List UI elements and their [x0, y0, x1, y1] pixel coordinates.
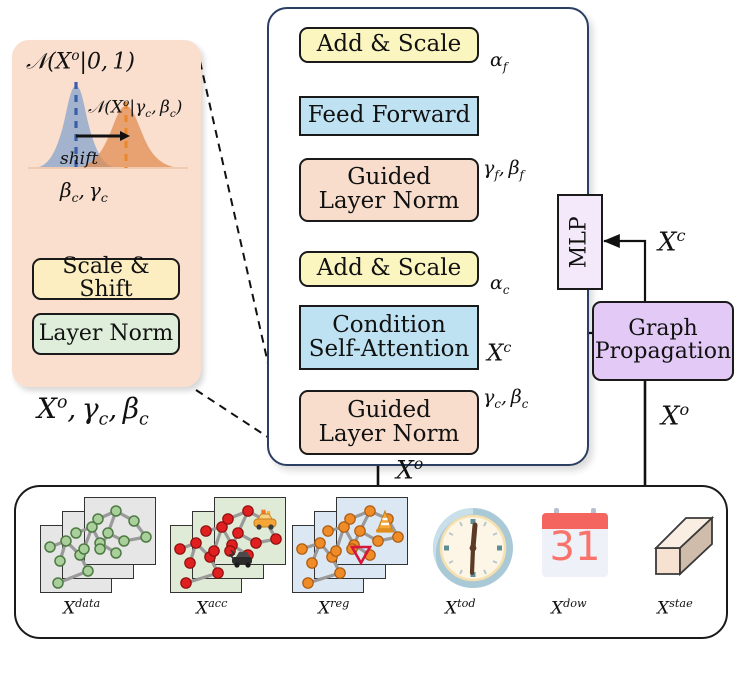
block-label: Feed Forward [307, 102, 471, 129]
transformer-block-panel [267, 7, 589, 466]
label-x-o-down: Xo [661, 400, 690, 432]
block-label: Scale & Shift [62, 254, 150, 302]
yield-sign-icon [349, 545, 373, 566]
calendar-body: 31 [542, 513, 608, 577]
block-feed-forward[interactable]: Feed Forward [299, 96, 479, 136]
block-label: Add & Scale [316, 255, 462, 282]
icon-x-dow: 31 [542, 508, 608, 577]
beta-gamma-label: βc, γc [60, 178, 108, 205]
block-graph-propagation[interactable]: Graph Propagation [592, 301, 734, 381]
shift-label: shift [60, 149, 99, 169]
block-label-line1: Guided [347, 164, 431, 191]
dist-label-guided: 𝒩(Xo|γc, βc) [88, 97, 183, 121]
block-label: MLP [566, 216, 592, 268]
label-x-tod: Xtod [445, 597, 476, 619]
burning-car-icon [253, 509, 277, 530]
clock-icon [433, 508, 513, 588]
graph-card-stack [292, 497, 410, 593]
block-label-line2: Layer Norm [318, 420, 460, 447]
graph-card-stack [40, 497, 158, 593]
edge-label-x-c-attention: Xc [487, 340, 512, 367]
graph-edges-nodes [174, 505, 282, 589]
block-guided-layer-norm-attn[interactable]: Guided Layer Norm [299, 390, 479, 455]
block-label: Add & Scale [316, 31, 462, 58]
icon-x-tod [430, 505, 516, 595]
label-x-c-input: Xc [658, 226, 686, 258]
label-x-reg: Xreg [318, 597, 350, 619]
block-label-line2: Self-Attention [308, 335, 470, 362]
graph-card-stack [170, 497, 288, 593]
block-condition-self-attention[interactable]: Condition Self-Attention [299, 305, 479, 370]
block-label-line2: Layer Norm [318, 188, 460, 214]
inset-input-label: Xo, γc, βc [37, 392, 149, 430]
edge-label-gamma-beta-c: γc, βc [483, 386, 529, 411]
block-label-line1: Graph [628, 316, 698, 342]
brick-icon [653, 515, 715, 577]
dist-label-standard: 𝒩(Xo|0, 1) [26, 48, 135, 75]
edge-label-gamma-beta-f: γf, βf [483, 157, 524, 182]
car-crash-icon [228, 549, 252, 568]
block-scale-and-shift[interactable]: Scale & Shift [32, 254, 180, 302]
graph-edges-nodes [296, 505, 404, 589]
icon-x-acc [170, 497, 288, 593]
icon-x-stae [648, 512, 720, 586]
calendar-header [542, 513, 608, 529]
block-label: Layer Norm [38, 320, 174, 346]
label-x-acc: Xacc [196, 597, 228, 619]
graph-edges-nodes [44, 505, 152, 589]
distribution-curves [28, 82, 188, 169]
block-guided-layer-norm-ff[interactable]: Guided Layer Norm [299, 158, 479, 222]
block-add-and-scale-attn[interactable]: Add & Scale [299, 251, 479, 287]
traffic-cone-icon [376, 509, 394, 533]
edge-label-alpha-c: αc [490, 272, 510, 297]
edge-label-x-o-output: Xo [396, 455, 424, 485]
block-layer-norm[interactable]: Layer Norm [32, 313, 180, 355]
block-label-line1: Condition [332, 311, 446, 338]
label-x-dow: Xdow [551, 597, 587, 619]
block-add-and-scale-ff[interactable]: Add & Scale [299, 27, 479, 63]
block-label-line2: Propagation [594, 339, 732, 364]
label-x-stae: Xstae [657, 597, 693, 619]
calendar-day-number: 31 [549, 524, 601, 570]
icon-x-reg [292, 497, 410, 593]
block-mlp[interactable]: MLP [557, 194, 603, 290]
block-label-line1: Guided [347, 396, 431, 423]
icon-x-data [40, 497, 158, 593]
label-x-data: Xdata [63, 597, 101, 619]
edge-label-alpha-f: αf [490, 49, 508, 74]
